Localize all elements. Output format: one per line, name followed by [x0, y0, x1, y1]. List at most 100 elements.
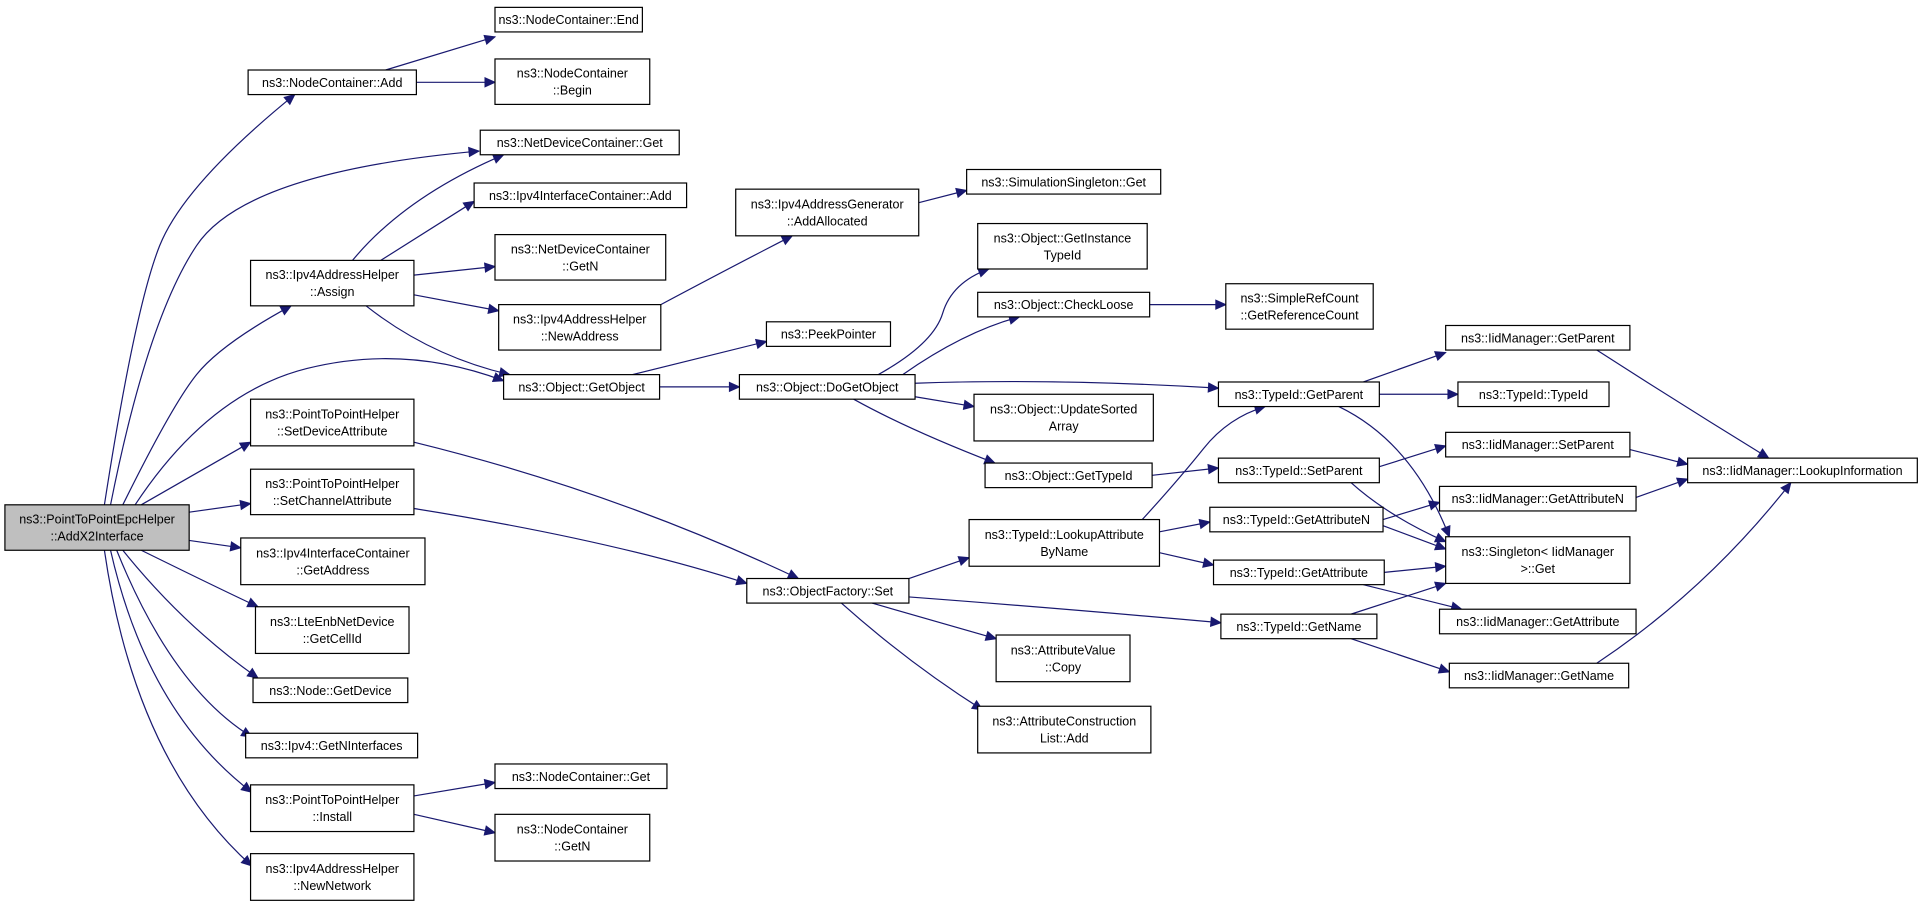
- node-peek[interactable]: ns3::PeekPointer: [765, 321, 892, 347]
- node-nc_add[interactable]: ns3::NodeContainer::Add: [247, 69, 417, 96]
- node-obj_getobject[interactable]: ns3::Object::GetObject: [502, 374, 661, 400]
- node-nc_get[interactable]: ns3::NodeContainer::Get: [494, 763, 668, 790]
- node-nc_getn[interactable]: ns3::NodeContainer::GetN: [494, 813, 651, 862]
- arrowhead-tid_getparent-to-iid_getparent: [1433, 351, 1447, 362]
- arrowhead-obj_dogetobject-to-obj_gettypeid: [983, 454, 997, 465]
- node-box-iah_newaddr: [498, 304, 662, 351]
- node-box-iid_getattrn: [1438, 485, 1637, 512]
- node-label-iid_getname-0: ns3::IidManager::GetName: [1464, 669, 1614, 683]
- node-box-iah_assign: [249, 259, 415, 307]
- node-obj_checkloose[interactable]: ns3::Object::CheckLoose: [977, 291, 1151, 318]
- node-iid_lookup[interactable]: ns3::IidManager::LookupInformation: [1687, 457, 1918, 484]
- node-iid_getattrn[interactable]: ns3::IidManager::GetAttributeN: [1438, 485, 1637, 512]
- arrowhead-tid_setparent-to-iid_setparent: [1434, 443, 1447, 455]
- node-box-lte_getcell: [254, 606, 410, 655]
- node-label-src_getref-1: ::GetReferenceCount: [1240, 308, 1359, 322]
- node-label-obj_getinst-0: ns3::Object::GetInstance: [994, 231, 1132, 245]
- node-iic_add[interactable]: ns3::Ipv4InterfaceContainer::Add: [473, 182, 688, 209]
- node-label-p2p_install-0: ns3::PointToPointHelper: [265, 793, 399, 807]
- node-av_copy[interactable]: ns3::AttributeValue::Copy: [995, 634, 1131, 683]
- node-tid_getattr[interactable]: ns3::TypeId::GetAttribute: [1212, 559, 1385, 586]
- node-box-peek: [765, 321, 892, 347]
- edge-tid_getname-to-singleton_get: [1350, 582, 1446, 615]
- edge-iid_getname-to-iid_lookup: [1596, 482, 1792, 664]
- node-iid_setparent[interactable]: ns3::IidManager::SetParent: [1445, 431, 1631, 458]
- node-lte_getcell[interactable]: ns3::LteEnbNetDevice::GetCellId: [254, 606, 410, 655]
- node-label-tid_getname-0: ns3::TypeId::GetName: [1236, 620, 1361, 634]
- node-label-nc_get-0: ns3::NodeContainer::Get: [512, 770, 651, 784]
- call-nodes: ns3::PointToPointEpcHelper::AddX2Interfa…: [4, 6, 1918, 901]
- node-p2p_install[interactable]: ns3::PointToPointHelper::Install: [249, 784, 415, 833]
- node-label-acl_add-0: ns3::AttributeConstruction: [992, 715, 1136, 729]
- node-nc_end[interactable]: ns3::NodeContainer::End: [494, 6, 643, 33]
- arrowhead-root-to-p2p_setdev: [238, 441, 252, 452]
- node-label-tid_getattr-0: ns3::TypeId::GetAttribute: [1230, 566, 1368, 580]
- arrowhead-root-to-p2p_setchan: [239, 499, 252, 511]
- node-label-nc_add-0: ns3::NodeContainer::Add: [262, 76, 402, 90]
- node-node_getdev[interactable]: ns3::Node::GetDevice: [252, 677, 409, 704]
- node-sim_get[interactable]: ns3::SimulationSingleton::Get: [966, 168, 1162, 195]
- node-label-p2p_setchan-1: ::SetChannelAttribute: [273, 494, 392, 508]
- node-iag_addalloc[interactable]: ns3::Ipv4AddressGenerator::AddAllocated: [735, 188, 920, 237]
- node-iid_getattr[interactable]: ns3::IidManager::GetAttribute: [1438, 608, 1637, 635]
- node-nc_begin[interactable]: ns3::NodeContainer::Begin: [494, 58, 651, 106]
- node-box-tid_getattrn: [1209, 506, 1384, 533]
- node-p2p_setchan[interactable]: ns3::PointToPointHelper::SetChannelAttri…: [249, 468, 415, 516]
- node-root[interactable]: ns3::PointToPointEpcHelper::AddX2Interfa…: [4, 504, 190, 551]
- node-p2p_setdev[interactable]: ns3::PointToPointHelper::SetDeviceAttrib…: [249, 398, 415, 447]
- node-box-iid_getattr: [1438, 608, 1637, 635]
- node-tid_getparent[interactable]: ns3::TypeId::GetParent: [1217, 381, 1380, 408]
- node-tid_typeid[interactable]: ns3::TypeId::TypeId: [1457, 381, 1610, 408]
- node-box-tid_setparent: [1217, 457, 1380, 484]
- node-label-iic_getaddr-0: ns3::Ipv4InterfaceContainer: [256, 546, 410, 560]
- node-ipv4_getn[interactable]: ns3::Ipv4::GetNInterfaces: [245, 732, 419, 759]
- node-label-node_getdev-0: ns3::Node::GetDevice: [269, 684, 391, 698]
- node-ndc_getn[interactable]: ns3::NetDeviceContainer::GetN: [494, 233, 667, 281]
- node-box-p2p_install: [249, 784, 415, 833]
- node-label-singleton_get-0: ns3::Singleton< IidManager: [1462, 545, 1615, 559]
- node-tid_getname[interactable]: ns3::TypeId::GetName: [1220, 613, 1378, 640]
- edge-p2p_install-to-nc_getn: [413, 813, 496, 834]
- node-label-iic_getaddr-1: ::GetAddress: [296, 563, 369, 577]
- node-label-tid_lookup-0: ns3::TypeId::LookupAttribute: [985, 528, 1144, 542]
- node-label-iah_assign-1: ::Assign: [310, 285, 355, 299]
- node-label-obj_update-0: ns3::Object::UpdateSorted: [990, 403, 1137, 417]
- node-iah_assign[interactable]: ns3::Ipv4AddressHelper::Assign: [249, 259, 415, 307]
- node-label-ndc_getn-0: ns3::NetDeviceContainer: [511, 242, 650, 256]
- node-obj_gettypeid[interactable]: ns3::Object::GetTypeId: [984, 462, 1153, 489]
- node-iic_getaddr[interactable]: ns3::Ipv4InterfaceContainer::GetAddress: [240, 537, 426, 586]
- node-iah_newaddr[interactable]: ns3::Ipv4AddressHelper::NewAddress: [498, 304, 662, 351]
- node-box-tid_getname: [1220, 613, 1378, 640]
- node-label-nc_begin-0: ns3::NodeContainer: [517, 67, 628, 81]
- edge-iah_newaddr-to-iag_addalloc: [660, 235, 793, 306]
- edge-obj_dogetobject-to-obj_getinst: [877, 268, 989, 376]
- node-singleton_get[interactable]: ns3::Singleton< IidManager>::Get: [1445, 536, 1631, 585]
- node-label-iid_getattrn-0: ns3::IidManager::GetAttributeN: [1452, 492, 1624, 506]
- node-label-iid_lookup-0: ns3::IidManager::LookupInformation: [1702, 464, 1902, 478]
- node-box-node_getdev: [252, 677, 409, 704]
- edge-tid_getparent-to-singleton_get: [1338, 406, 1450, 537]
- node-iah_newnet[interactable]: ns3::Ipv4AddressHelper::NewNetwork: [249, 853, 415, 901]
- node-src_getref[interactable]: ns3::SimpleRefCount::GetReferenceCount: [1225, 283, 1374, 330]
- node-box-ipv4_getn: [245, 732, 419, 759]
- arrowhead-root-to-node_getdev: [246, 667, 259, 679]
- node-box-iah_newnet: [249, 853, 415, 901]
- node-label-root-1: ::AddX2Interface: [50, 530, 143, 544]
- node-iid_getname[interactable]: ns3::IidManager::GetName: [1448, 662, 1630, 689]
- node-tid_getattrn[interactable]: ns3::TypeId::GetAttributeN: [1209, 506, 1384, 533]
- node-box-nc_begin: [494, 58, 651, 106]
- node-ndc_get[interactable]: ns3::NetDeviceContainer::Get: [479, 129, 680, 156]
- node-label-iic_add-0: ns3::Ipv4InterfaceContainer::Add: [489, 189, 672, 203]
- node-obj_dogetobject[interactable]: ns3::Object::DoGetObject: [738, 374, 916, 400]
- node-iid_getparent[interactable]: ns3::IidManager::GetParent: [1445, 324, 1631, 351]
- node-box-iic_getaddr: [240, 537, 426, 586]
- arrowhead-nc_add-to-nc_end: [483, 34, 497, 45]
- node-of_set[interactable]: ns3::ObjectFactory::Set: [746, 577, 910, 604]
- edge-root-to-p2p_setdev: [140, 441, 251, 506]
- node-tid_setparent[interactable]: ns3::TypeId::SetParent: [1217, 457, 1380, 484]
- edge-p2p_setdev-to-of_set: [413, 441, 799, 580]
